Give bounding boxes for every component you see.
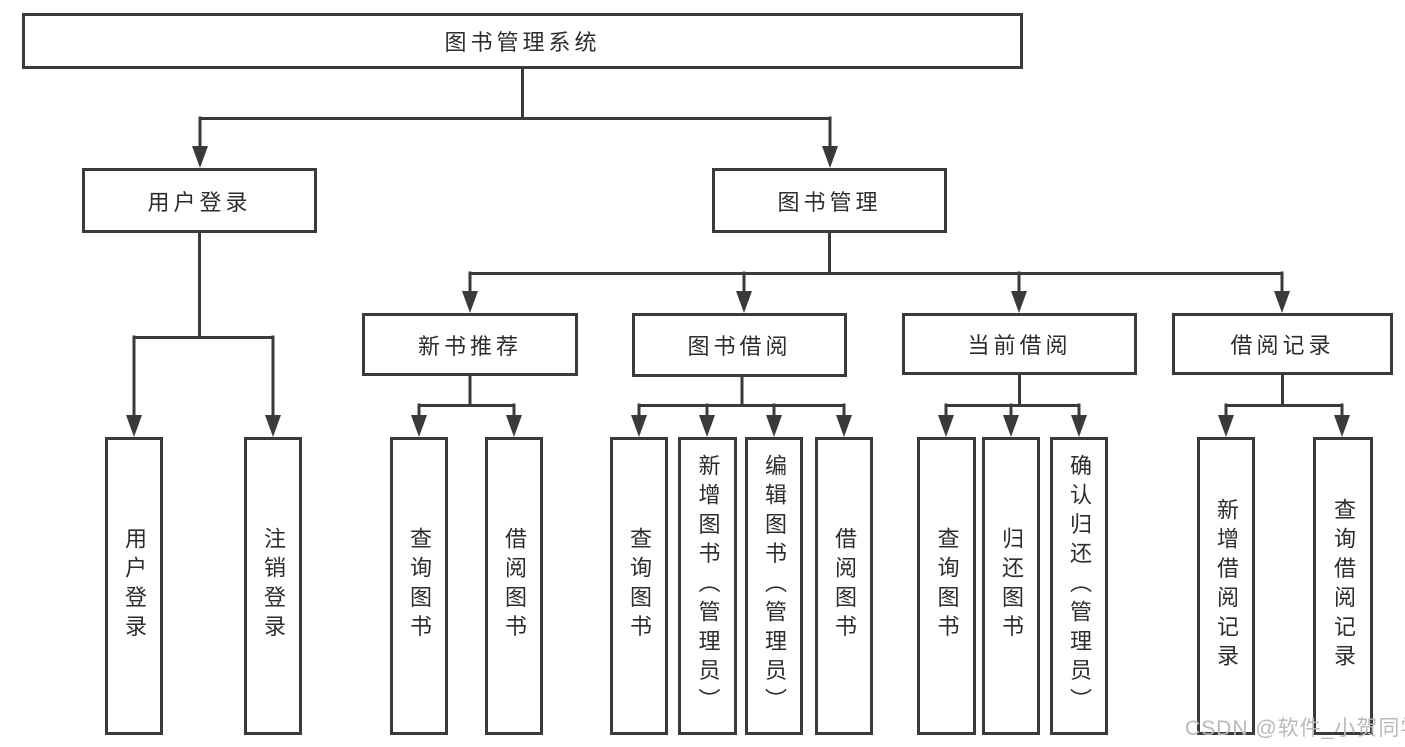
arrow-shafts — [132, 116, 1344, 423]
connector-user-login — [132, 231, 275, 339]
connector-book-management — [468, 231, 1284, 275]
leaf-borrow-books: 借阅图书 — [815, 437, 873, 735]
leaf-borrow-books-recommend: 借阅图书 — [485, 437, 543, 735]
connector-current-borrow — [944, 373, 1081, 407]
node-user-login: 用户登录 — [82, 168, 317, 233]
connector-book-borrow — [637, 375, 846, 407]
node-current-borrow: 当前借阅 — [902, 313, 1137, 375]
leaf-add-book-admin: 新增图书（管理员） — [678, 437, 737, 735]
leaf-query-books-borrow: 查询图书 — [610, 437, 668, 735]
leaf-query-borrow-record: 查询借阅记录 — [1313, 437, 1373, 735]
leaf-user-login: 用户登录 — [105, 437, 163, 735]
leaf-edit-book-admin: 编辑图书（管理员） — [745, 437, 803, 735]
node-root: 图书管理系统 — [22, 13, 1023, 69]
connector-root — [198, 67, 832, 120]
node-book-management: 图书管理 — [712, 168, 947, 233]
leaf-return-book: 归还图书 — [982, 437, 1040, 735]
connector-borrow-records — [1224, 373, 1344, 407]
node-borrow-records: 借阅记录 — [1172, 313, 1393, 375]
leaf-confirm-return-admin: 确认归还（管理员） — [1050, 437, 1108, 735]
node-book-borrow: 图书借阅 — [632, 313, 847, 377]
node-new-book-recommend: 新书推荐 — [362, 313, 578, 376]
leaf-query-books-current: 查询图书 — [917, 437, 976, 735]
arrowhead-icons — [126, 146, 1350, 437]
leaf-add-borrow-record: 新增借阅记录 — [1197, 437, 1255, 735]
connector-new-book — [417, 374, 516, 407]
leaf-query-books-recommend: 查询图书 — [390, 437, 448, 735]
csdn-watermark: CSDN @软件_小贺同学 — [1185, 717, 1405, 740]
leaf-logout: 注销登录 — [244, 437, 302, 735]
